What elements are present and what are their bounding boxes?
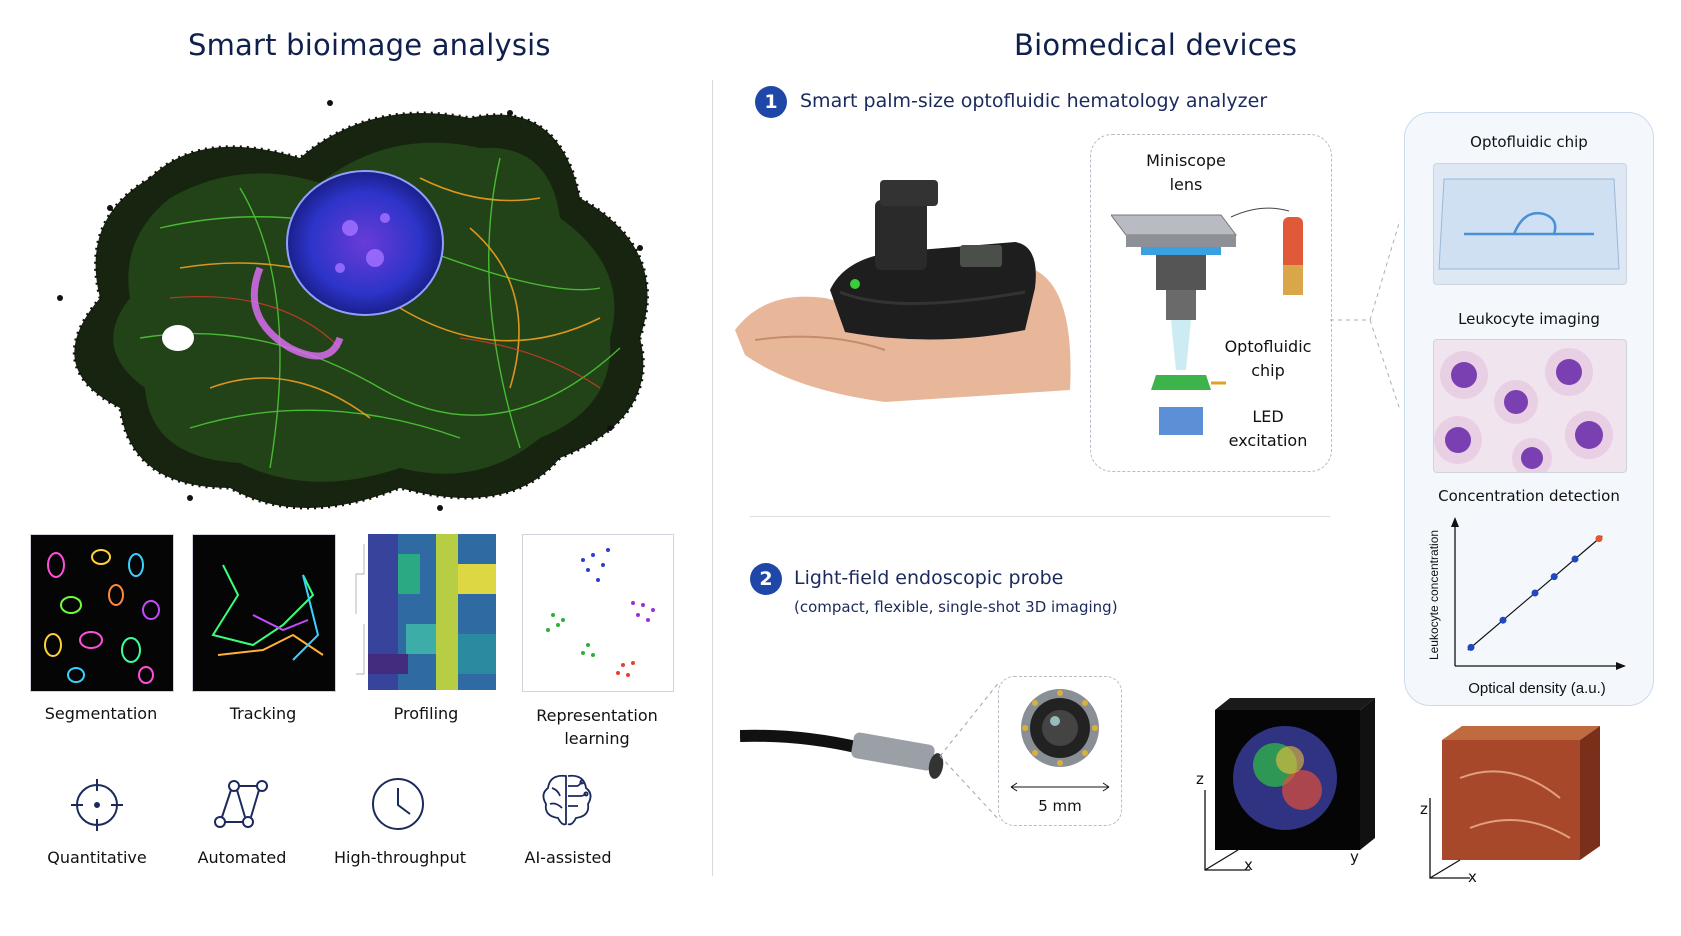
3d-volume-render-2	[1429, 726, 1600, 879]
miniscope-schematic	[1111, 207, 1303, 435]
task-label-profiling: Profiling	[393, 704, 459, 723]
section-2-subtitle: (compact, flexible, single-shot 3D imagi…	[794, 598, 1118, 616]
clock-icon	[370, 776, 426, 832]
optofluidic-chip-image	[1433, 163, 1627, 285]
feature-label-quantitative: Quantitative	[47, 848, 147, 867]
optofluidic-chip-label: Optofluidic chip	[1224, 337, 1312, 380]
task-label-segmentation: Segmentation	[44, 704, 158, 723]
scale-bar-label: 5 mm	[1038, 797, 1082, 815]
chart-point	[1595, 535, 1603, 543]
probe-tip-panel: 5 mm	[998, 676, 1122, 826]
connector-lines	[1330, 219, 1401, 411]
profiling-thumbnail	[346, 534, 498, 690]
tracking-thumbnail	[192, 534, 336, 692]
right-title: Biomedical devices	[1014, 28, 1298, 62]
endoscopic-probe-photo	[740, 729, 944, 779]
axis-y-1: y	[1350, 848, 1359, 866]
axis-z-1: z	[1196, 770, 1204, 788]
section-2-number: 2	[750, 563, 782, 595]
miniscope-lens-label: Miniscope lens	[1146, 151, 1226, 194]
task-label-tracking: Tracking	[229, 704, 297, 723]
axis-x-2: x	[1468, 868, 1477, 886]
chart-point	[1571, 555, 1579, 563]
palm-analyzer-photo	[735, 180, 1071, 402]
crosshair-icon	[70, 778, 124, 832]
scale-bar	[1010, 782, 1110, 792]
analysis-results-panel: Optofluidic chip Leukocyte imaging Conce…	[1404, 112, 1654, 706]
section-2-title: Light-field endoscopic probe	[794, 567, 1064, 589]
leukocyte-imaging-title: Leukocyte imaging	[1458, 310, 1600, 328]
task-label-representation-learning: Representation learning	[536, 706, 658, 748]
vertical-divider	[712, 80, 713, 876]
feature-label-high-throughput: High-throughput	[334, 848, 466, 867]
led-excitation-label: LED excitation	[1228, 407, 1308, 450]
axis-x-1: x	[1244, 856, 1253, 874]
chart-point	[1531, 589, 1539, 597]
3d-volume-render-1	[1204, 698, 1375, 871]
miniscope-schematic-panel: Miniscope lens Optofluidic chip LED exci…	[1090, 134, 1332, 472]
leukocyte-imaging-image	[1433, 339, 1627, 478]
chart-y-arrow	[1451, 517, 1459, 527]
chart-point	[1499, 616, 1507, 624]
axis-z-2: z	[1420, 800, 1428, 818]
chart-x-label: Optical density (a.u.)	[1468, 680, 1606, 697]
chart-point	[1467, 643, 1475, 651]
probe-zoom-lines	[939, 680, 1001, 822]
probe-tip-image	[1021, 689, 1099, 767]
representation-learning-thumbnail	[522, 534, 674, 692]
section-1-title: Smart palm-size optofluidic hematology a…	[800, 90, 1268, 112]
section-divider	[750, 516, 1330, 517]
chart-point	[1550, 573, 1558, 581]
section-1-number: 1	[755, 86, 787, 118]
optofluidic-chip-title: Optofluidic chip	[1470, 133, 1588, 151]
segmentation-thumbnail	[30, 534, 174, 692]
cell-network-image	[57, 100, 649, 511]
feature-label-ai-assisted: AI-assisted	[524, 848, 612, 867]
chart-x-arrow	[1616, 662, 1626, 670]
concentration-chart: Leukocyte concentration Optical density …	[1427, 517, 1626, 697]
brain-icon	[538, 772, 596, 828]
concentration-detection-title: Concentration detection	[1438, 487, 1620, 505]
feature-label-automated: Automated	[197, 848, 287, 867]
chart-y-label: Leukocyte concentration	[1427, 530, 1441, 660]
left-title: Smart bioimage analysis	[188, 28, 551, 62]
network-icon	[212, 778, 270, 832]
